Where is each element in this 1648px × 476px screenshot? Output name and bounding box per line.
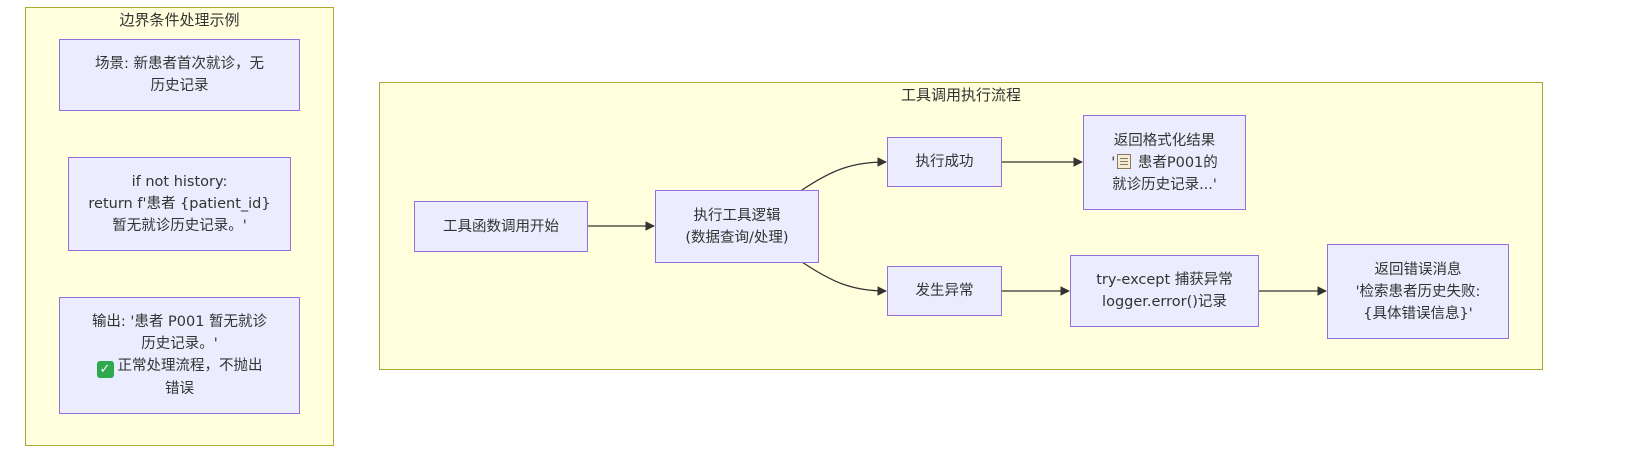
node-code-line-2: return f'患者 {patient_id} <box>88 196 271 212</box>
node-code-line-1: if not history: <box>131 174 228 190</box>
node-output-line-3: ✓正常处理流程，不抛出 <box>96 355 263 378</box>
check-mark-icon: ✓ <box>96 361 114 378</box>
node-start-label: 工具函数调用开始 <box>443 218 559 235</box>
node-exception-label: 发生异常 <box>915 283 974 299</box>
node-catch-line-2: logger.error()记录 <box>1102 294 1227 310</box>
node-execute[interactable]: 执行工具逻辑 (数据查询/处理) <box>655 190 819 263</box>
node-format-line-2: ' 患者P001的 <box>1111 152 1218 174</box>
node-execute-line-1: 执行工具逻辑 <box>693 207 781 224</box>
node-format-line-2-prefix: ' <box>1111 154 1116 171</box>
node-error-message[interactable]: 返回错误消息 '检索患者历史失败: {具体错误信息}' <box>1327 244 1509 339</box>
memo-icon <box>1117 153 1132 169</box>
edge-execute-to-success <box>801 157 887 191</box>
node-format-line-3: 就诊历史记录...' <box>1112 176 1217 193</box>
node-scenario[interactable]: 场景: 新患者首次就诊，无 历史记录 <box>59 39 300 111</box>
cluster-tool-flow-title: 工具调用执行流程 <box>900 86 1021 104</box>
node-scenario-line-1: 场景: 新患者首次就诊，无 <box>95 56 264 72</box>
node-success[interactable]: 执行成功 <box>887 137 1002 187</box>
edge-execute-to-exception <box>801 261 887 296</box>
node-format-result[interactable]: 返回格式化结果 ' 患者P001的 就诊历史记录...' <box>1083 115 1246 210</box>
node-execute-line-2: (数据查询/处理) <box>685 229 789 246</box>
node-format-line-2-suffix: 患者P001的 <box>1133 154 1218 171</box>
node-catch[interactable]: try-except 捕获异常 logger.error()记录 <box>1070 255 1259 327</box>
node-success-label: 执行成功 <box>915 154 974 170</box>
node-error-line-3: {具体错误信息}' <box>1363 305 1473 322</box>
node-catch-line-1: try-except 捕获异常 <box>1096 272 1233 288</box>
node-exception[interactable]: 发生异常 <box>887 266 1002 316</box>
node-scenario-line-2: 历史记录 <box>150 78 209 94</box>
node-format-line-1: 返回格式化结果 <box>1113 132 1216 149</box>
node-output-line-3-text: 正常处理流程，不抛出 <box>117 358 263 374</box>
node-error-line-2: '检索患者历史失败: <box>1355 283 1481 300</box>
node-start[interactable]: 工具函数调用开始 <box>414 201 588 252</box>
node-output-line-4: 错误 <box>165 381 194 397</box>
cluster-boundary-title: 边界条件处理示例 <box>119 11 240 29</box>
node-output-line-2: 历史记录。' <box>141 336 218 352</box>
node-error-line-1: 返回错误消息 <box>1374 261 1462 278</box>
node-output-line-1: 输出: '患者 P001 暂无就诊 <box>91 314 268 330</box>
node-output[interactable]: 输出: '患者 P001 暂无就诊 历史记录。' ✓正常处理流程，不抛出 错误 <box>59 297 300 414</box>
node-code-snippet[interactable]: if not history: return f'患者 {patient_id}… <box>68 157 291 251</box>
node-code-line-3: 暂无就诊历史记录。' <box>112 218 247 234</box>
